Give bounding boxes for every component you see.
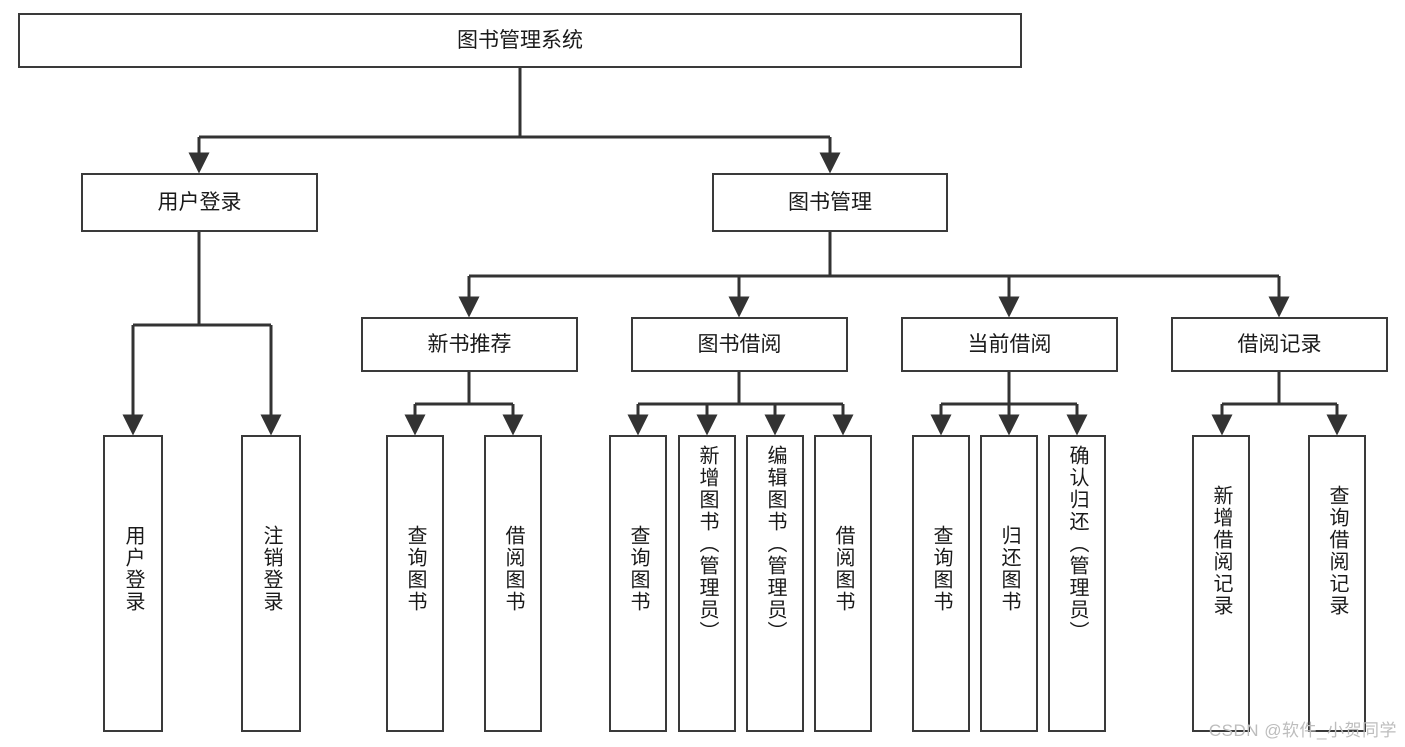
node-leaf-user-login[interactable]: 用户登录 bbox=[103, 435, 163, 732]
watermark: CSDN @软件_小贺同学 bbox=[1208, 721, 1397, 740]
node-book-management-label: 图书管理 bbox=[788, 190, 872, 214]
node-leaf-add-book-label: 新增图书（管理员） bbox=[696, 445, 718, 643]
node-leaf-query-book-3-label: 查询图书 bbox=[930, 525, 952, 613]
node-leaf-query-book-2-label: 查询图书 bbox=[627, 525, 649, 613]
node-borrow-record-label: 借阅记录 bbox=[1237, 332, 1322, 356]
node-leaf-logout[interactable]: 注销登录 bbox=[241, 435, 301, 732]
node-leaf-edit-book-label: 编辑图书（管理员） bbox=[764, 445, 786, 643]
node-user-login[interactable]: 用户登录 bbox=[81, 173, 318, 232]
node-new-book-recommend-label: 新书推荐 bbox=[427, 332, 512, 356]
node-book-borrow-label: 图书借阅 bbox=[697, 332, 782, 356]
node-leaf-query-record[interactable]: 查询借阅记录 bbox=[1308, 435, 1366, 732]
node-leaf-query-record-label: 查询借阅记录 bbox=[1326, 485, 1348, 617]
node-leaf-add-book[interactable]: 新增图书（管理员） bbox=[678, 435, 736, 732]
node-leaf-return-book[interactable]: 归还图书 bbox=[980, 435, 1038, 732]
node-leaf-return-book-label: 归还图书 bbox=[998, 525, 1020, 613]
node-root-label: 图书管理系统 bbox=[457, 28, 583, 52]
node-leaf-add-record-label: 新增借阅记录 bbox=[1210, 485, 1232, 617]
node-leaf-borrow-book-2[interactable]: 借阅图书 bbox=[814, 435, 872, 732]
node-leaf-logout-label: 注销登录 bbox=[260, 525, 282, 613]
node-leaf-user-login-label: 用户登录 bbox=[122, 525, 144, 613]
node-leaf-borrow-book-1[interactable]: 借阅图书 bbox=[484, 435, 542, 732]
node-leaf-confirm-return-label: 确认归还（管理员） bbox=[1066, 445, 1088, 643]
node-borrow-record[interactable]: 借阅记录 bbox=[1171, 317, 1388, 372]
node-leaf-edit-book[interactable]: 编辑图书（管理员） bbox=[746, 435, 804, 732]
node-leaf-query-book-3[interactable]: 查询图书 bbox=[912, 435, 970, 732]
node-current-borrow[interactable]: 当前借阅 bbox=[901, 317, 1118, 372]
node-leaf-query-book-1[interactable]: 查询图书 bbox=[386, 435, 444, 732]
node-new-book-recommend[interactable]: 新书推荐 bbox=[361, 317, 578, 372]
node-leaf-query-book-1-label: 查询图书 bbox=[404, 525, 426, 613]
node-book-management[interactable]: 图书管理 bbox=[712, 173, 948, 232]
node-book-borrow[interactable]: 图书借阅 bbox=[631, 317, 848, 372]
node-leaf-confirm-return[interactable]: 确认归还（管理员） bbox=[1048, 435, 1106, 732]
node-current-borrow-label: 当前借阅 bbox=[967, 332, 1052, 356]
node-user-login-label: 用户登录 bbox=[157, 190, 242, 214]
node-leaf-borrow-book-1-label: 借阅图书 bbox=[502, 525, 524, 613]
node-leaf-query-book-2[interactable]: 查询图书 bbox=[609, 435, 667, 732]
node-root[interactable]: 图书管理系统 bbox=[18, 13, 1022, 68]
node-leaf-borrow-book-2-label: 借阅图书 bbox=[832, 525, 854, 613]
node-leaf-add-record[interactable]: 新增借阅记录 bbox=[1192, 435, 1250, 732]
